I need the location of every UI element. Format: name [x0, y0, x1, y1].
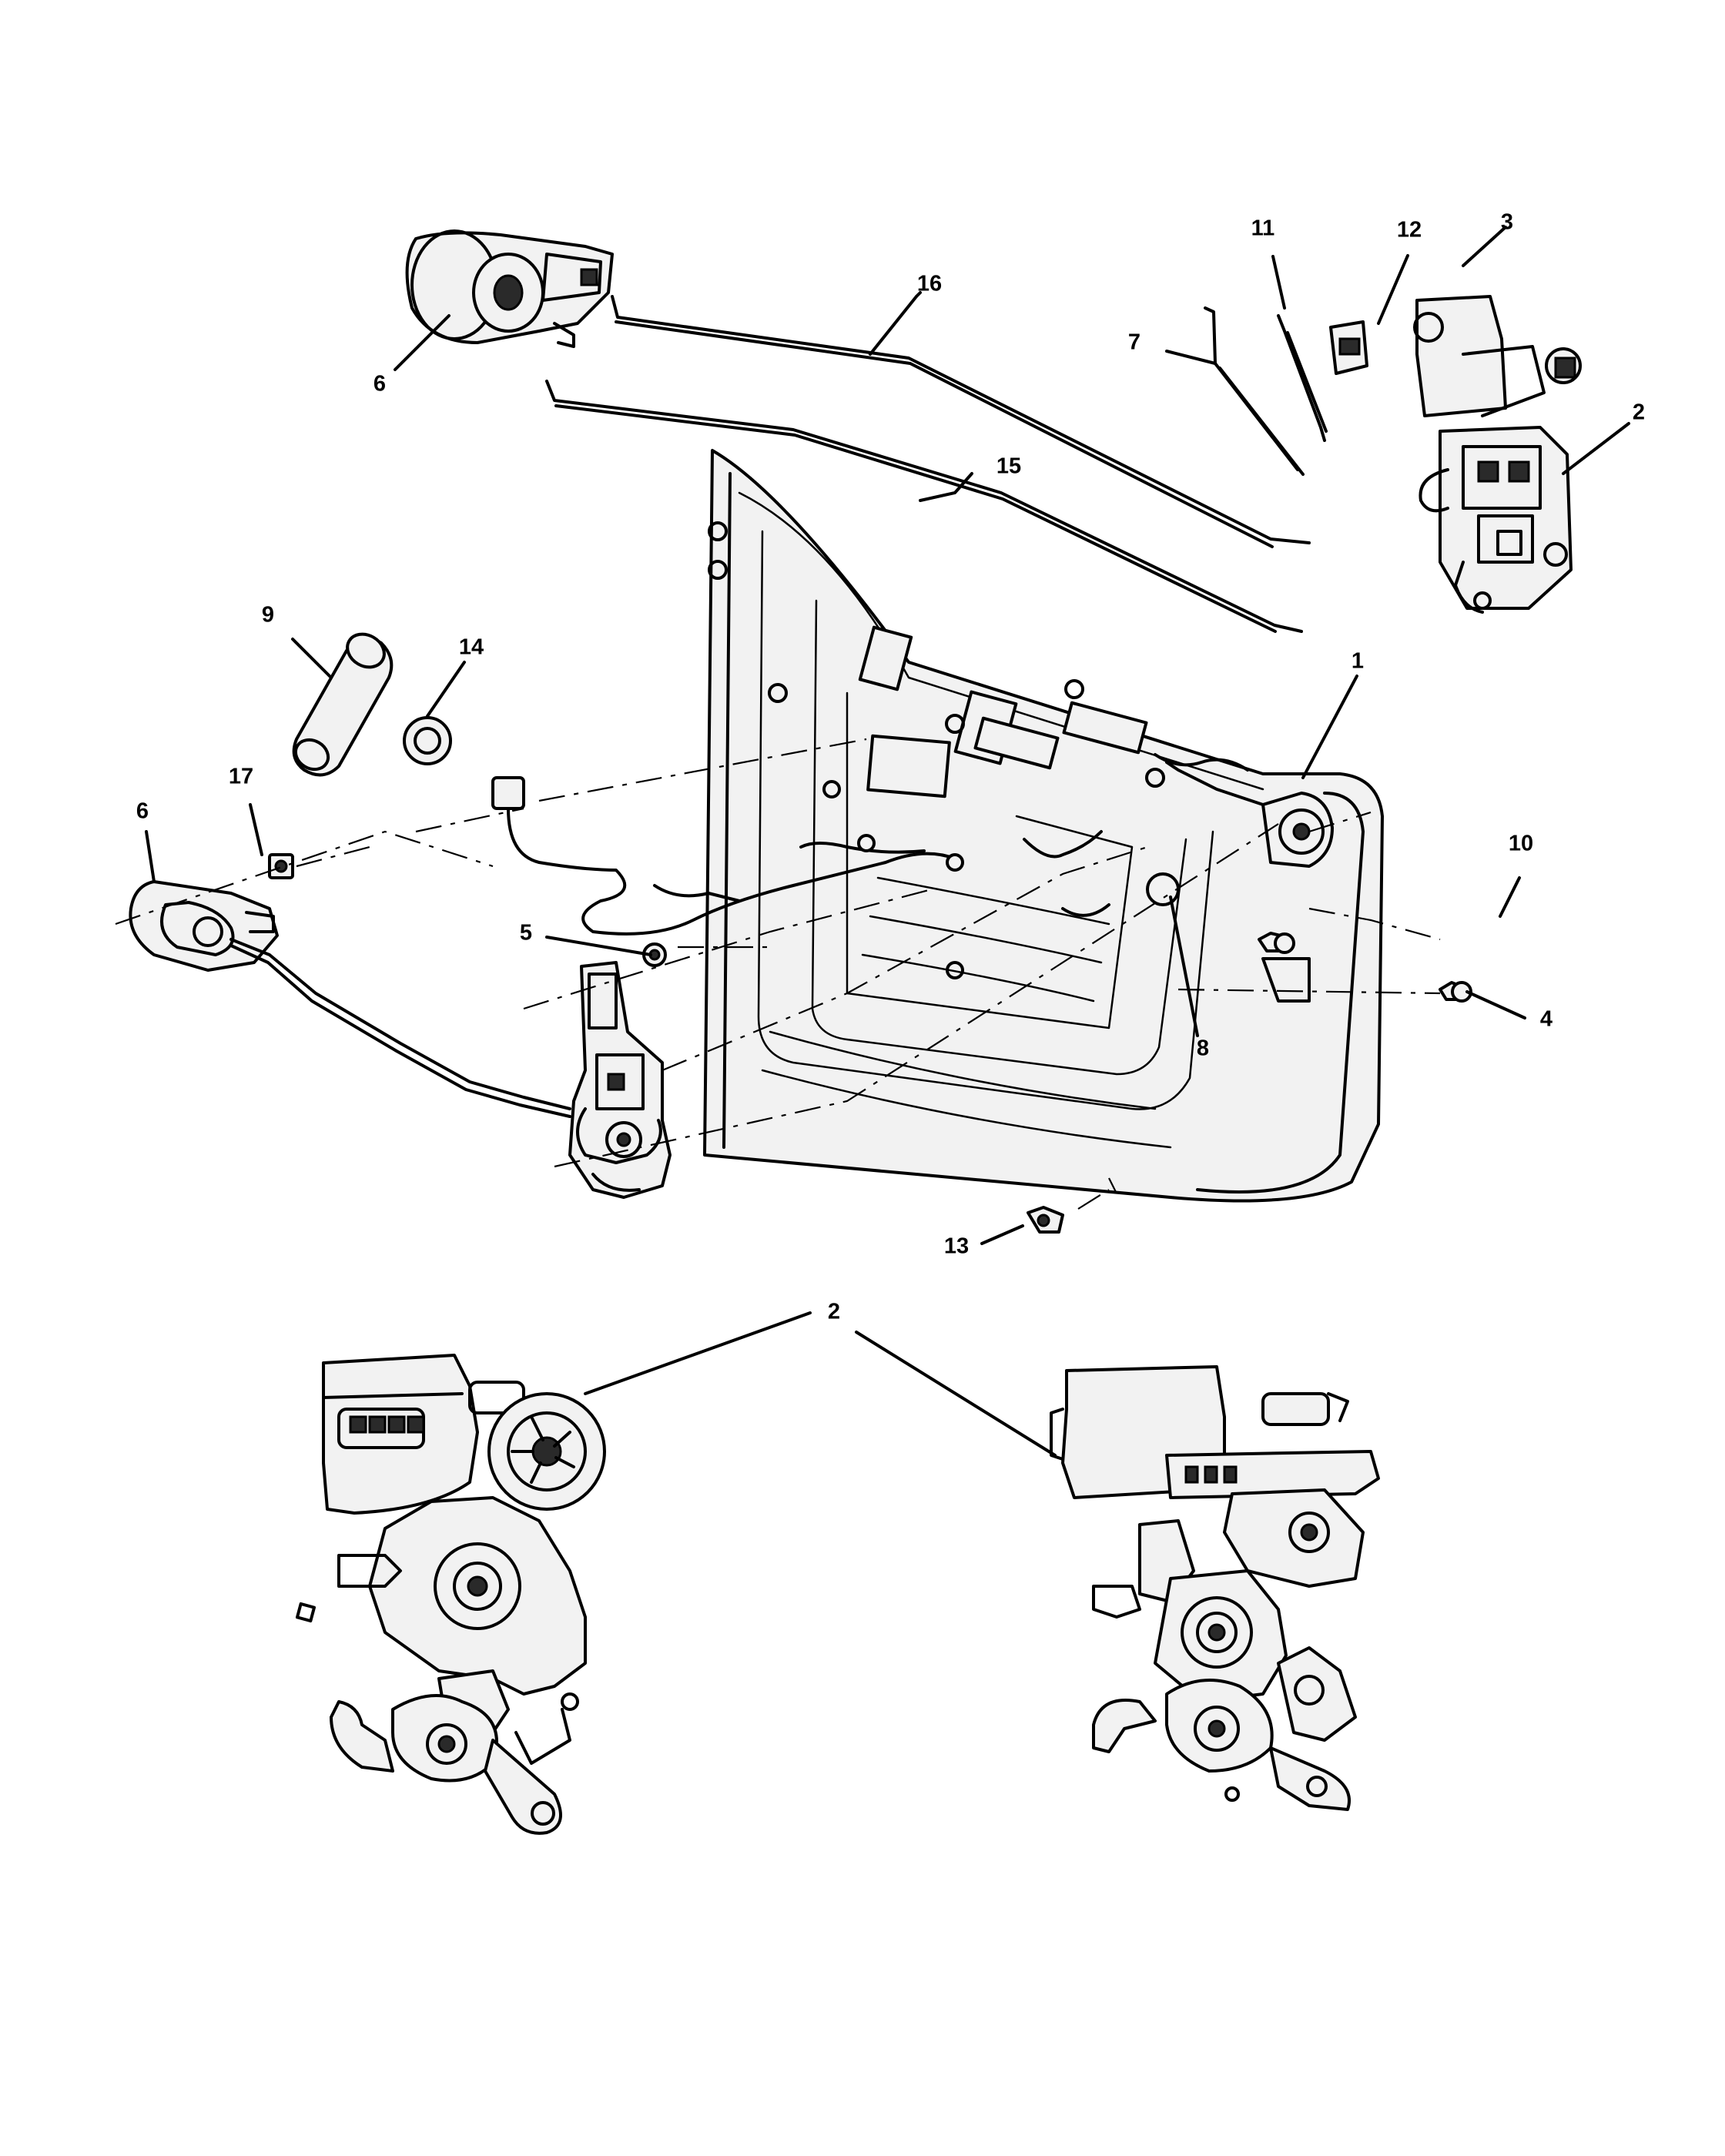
rod-16: [611, 295, 1311, 548]
latch-2-detail-right: [1050, 1365, 1380, 1811]
callout-4: 4: [1540, 1007, 1552, 1032]
inside-handle-6-top: [405, 229, 614, 348]
latch-3-bracket: [1413, 295, 1582, 417]
screw-13: [1027, 1206, 1064, 1234]
latch-2-middle: [568, 961, 672, 1199]
callout-15: 15: [996, 454, 1021, 479]
leader-lines: [145, 226, 1630, 1457]
callout-7: 7: [1128, 330, 1141, 355]
callout-8: 8: [1197, 1036, 1209, 1061]
callout-3: 3: [1501, 210, 1513, 235]
lock-knob-9: [292, 632, 394, 777]
grommet-14: [403, 716, 452, 765]
grommet-5: [642, 942, 667, 967]
wiring-harness: [491, 753, 1249, 936]
screw-10: [1258, 932, 1295, 954]
clip-12: [1329, 320, 1368, 375]
actuator-1: [1165, 761, 1334, 868]
callout-2-top: 2: [1633, 400, 1645, 425]
callout-10: 10: [1509, 832, 1533, 856]
callout-6-left: 6: [136, 799, 149, 824]
assembly-phantom-lines: [115, 738, 1441, 1210]
callout-1: 1: [1352, 649, 1364, 674]
callout-14: 14: [459, 635, 484, 660]
latch-2-upper: [1419, 426, 1573, 614]
rod-7: [1204, 306, 1305, 476]
door-inner-panel: [703, 449, 1384, 1203]
callout-5: 5: [520, 921, 532, 946]
callout-labels: 1 2 3 4 5 6 6 7 8 9 10 11 12 13 14 15 16…: [136, 210, 1645, 1324]
clip-17: [268, 853, 294, 879]
callout-16: 16: [917, 272, 942, 296]
rod-15: [545, 380, 1303, 633]
callout-9: 9: [262, 603, 274, 628]
rod-11: [1277, 314, 1328, 442]
callout-12: 12: [1397, 218, 1422, 243]
inside-handle-6-left: [129, 880, 279, 972]
latch-2-detail-left: [295, 1354, 606, 1835]
callout-6-top: 6: [373, 372, 386, 397]
callout-13: 13: [944, 1234, 969, 1259]
callout-11: 11: [1251, 216, 1275, 241]
handle-cable: [229, 938, 571, 1118]
screw-4: [1439, 981, 1472, 1003]
callout-17: 17: [229, 765, 253, 789]
callout-2-bottom: 2: [828, 1300, 840, 1324]
